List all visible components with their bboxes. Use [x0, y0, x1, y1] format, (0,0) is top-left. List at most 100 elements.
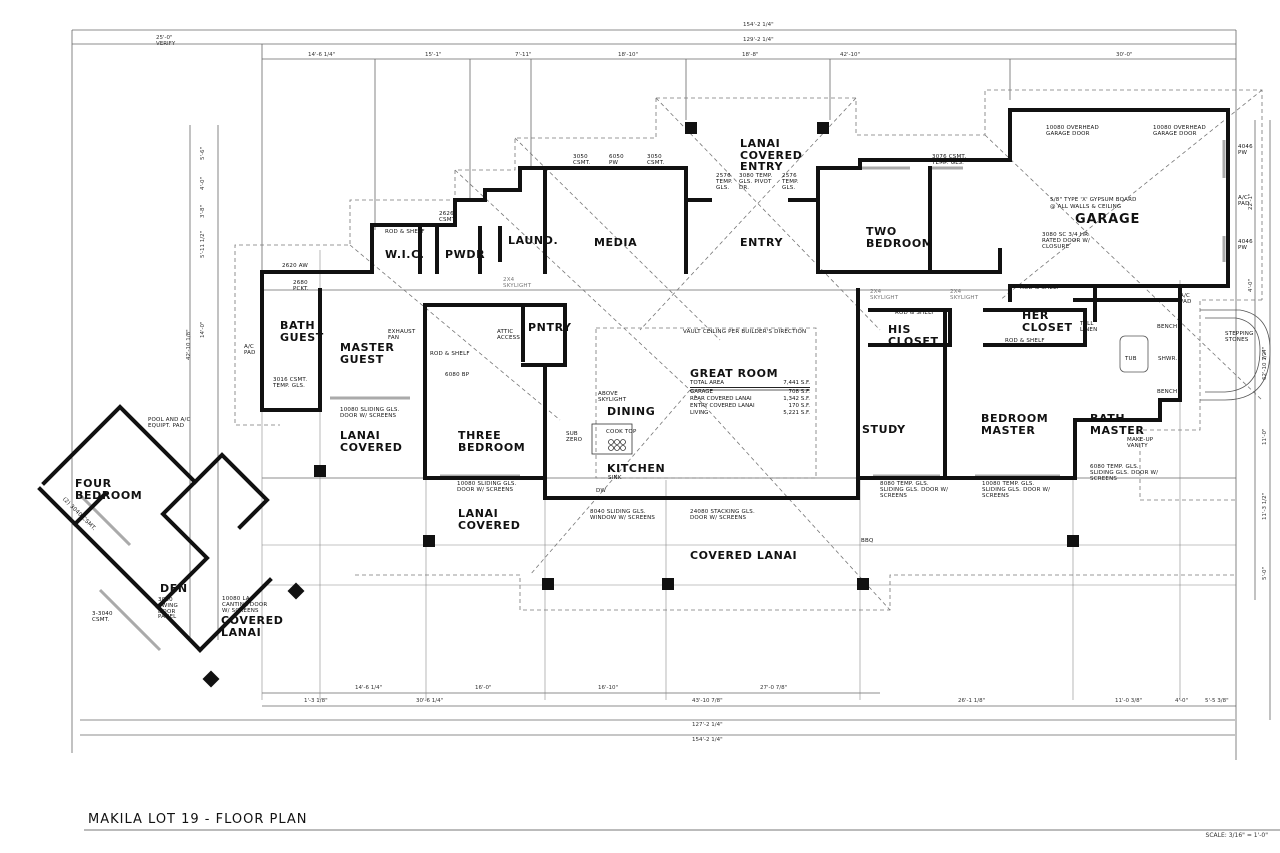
area-row-label: GARAGE	[690, 389, 714, 395]
room-lanai-covered-left: LANAI COVERED	[340, 429, 403, 454]
dim-right-seg-5: 5'-0"	[1262, 566, 1268, 580]
dim-top-seg-2: 7'-11"	[515, 52, 532, 58]
windows	[78, 140, 1226, 652]
dim-bot-second: 127'-2 1/4"	[692, 722, 723, 728]
note-bath-guest-window-top: 2620 AW	[282, 263, 309, 269]
cook-top	[591, 423, 633, 455]
note-skylight-2: 2x4 SKYLIGHT	[870, 289, 899, 301]
note-sink: SINK	[608, 475, 622, 481]
note-den-swing: 3080 SWING DOOR PANEL	[158, 597, 178, 621]
dim-bot-overall: 154'-2 1/4"	[692, 737, 723, 743]
area-total-label: TOTAL AREA	[690, 380, 725, 386]
drawing-scale: SCALE: 3/16" = 1'-0"	[1205, 832, 1268, 839]
note-garage-fire-door: 3080 SC 3/4 HR. RATED DOOR w/ CLOSURE	[1042, 232, 1091, 250]
drawing-title: MAKILA LOT 19 - FLOOR PLAN	[88, 812, 308, 827]
note-garage-door-2: 10080 OVERHEAD GARAGE DOOR	[1153, 125, 1206, 137]
note-rod-shelf-her-bot: ROD & SHELF	[1005, 338, 1045, 344]
note-ac-pad-left: A/C PAD	[244, 344, 256, 356]
room-four-bedroom: FOUR BEDROOM	[75, 477, 143, 502]
dim-left-seg-0: 5'-6"	[200, 146, 206, 160]
note-entry-glass: 3080 TEMP. GLS. PIVOT DR.	[739, 173, 773, 191]
room-her-closet: HER CLOSET	[1022, 309, 1073, 334]
note-media-w2: 6050 PW	[609, 154, 624, 166]
room-bath-master: BATH MASTER	[1090, 412, 1145, 437]
note-bath-guest-window-bot: 3016 CSMT. TEMP. GLS.	[273, 377, 308, 389]
note-exhaust-fan: EXHAUST FAN	[388, 329, 416, 341]
area-row-value: 5,221 S.F.	[783, 410, 810, 416]
note-pool-equip: POOL and A/C EQUIPT. PAD	[148, 417, 191, 429]
dim-left-seg-3: 5'-11 1/2"	[200, 230, 206, 258]
note-entry-side-l: 2576 TEMP. GLS.	[716, 173, 733, 191]
note-skylight-3: 2x4 SKYLIGHT	[950, 289, 979, 301]
area-total-value: 7,441 S.F.	[783, 380, 810, 386]
area-row-label: LIVING	[690, 410, 709, 416]
room-den: DEN	[160, 582, 188, 595]
room-entry: ENTRY	[740, 236, 784, 249]
dim-bot-r2-2: 43'-10 7/8"	[692, 698, 723, 704]
room-kitchen: KITCHEN	[607, 462, 666, 475]
note-bp: 6080 BP	[445, 372, 470, 378]
note-two-bed-window: 6050 CSMT.	[865, 158, 900, 164]
room-lanai-covered-entry: LANAI COVERED ENTRY	[740, 137, 803, 174]
note-entry-side-r: 2576 TEMP. GLS.	[782, 173, 799, 191]
garage-note-2: @ ALL WALLS & CEILING	[1050, 204, 1122, 210]
dim-bot-r2-6: 5'-5 3/8"	[1205, 698, 1229, 704]
note-bedroom-master-slider: 10080 TEMP. GLS. SLIDING GLS. DOOR w/ SC…	[982, 481, 1051, 499]
area-row-value: 170 S.F.	[788, 403, 810, 409]
room-study: STUDY	[862, 423, 906, 436]
dim-bot-r1-0: 14'-6 1/4"	[355, 685, 383, 691]
area-total-row: TOTAL AREA 7,441 S.F.	[690, 380, 810, 388]
note-kitchen-window: 8040 SLIDING GLS. WINDOW w/ SCREENS	[590, 509, 656, 521]
note-two-bath-window: 3076 CSMT. TEMP. GLS.	[932, 154, 967, 166]
dim-left-seg-2: 3'-8"	[200, 204, 206, 218]
room-covered-lanai: COVERED LANAI	[690, 549, 798, 562]
dim-bot-r1-2: 16'-10"	[598, 685, 619, 691]
room-covered-lanai-den: COVERED LANAI	[221, 614, 284, 639]
note-tub: TUB	[1125, 356, 1137, 362]
note-master-slider: 6080 TEMP. GLS. SLIDING GLS. DOOR w/ SCR…	[1090, 464, 1159, 482]
dim-right-seg-1: 4'-0"	[1248, 278, 1254, 292]
area-row-label: ENTRY COVERED LANAI	[690, 403, 755, 409]
note-study-slider: 8080 TEMP. GLS. SLIDING GLS. DOOR w/ SCR…	[880, 481, 949, 499]
roof-outline	[234, 89, 1263, 611]
note-bbq: BBQ	[861, 538, 874, 544]
note-stacking-door: 24080 STACKING GLS. DOOR w/ SCREENS	[690, 509, 755, 521]
dim-left-seg-1: 4'-0"	[200, 176, 206, 190]
room-his-closet: HIS CLOSET	[888, 323, 939, 348]
area-row: LIVING 5,221 S.F.	[690, 410, 810, 417]
note-stepping-stones: STEPPING STONES	[1225, 331, 1254, 343]
garage-note-1: 5/8" TYPE 'X' GYPSUM BOARD	[1050, 197, 1137, 203]
dim-top-left-verify: 25'-0"	[156, 35, 173, 41]
dim-top-seg-5: 42'-10"	[840, 52, 861, 58]
room-dining: DINING	[607, 405, 656, 418]
dim-left-overall: 42'-10 1/8"	[186, 329, 192, 360]
note-tall-linen: TALL LINEN	[1080, 321, 1098, 333]
note-rod-shelf-wic: ROD & SHELF	[385, 229, 425, 235]
note-rod-shelf-her-top: ROD & SHELF	[1020, 285, 1060, 291]
note-three-bed-slider: 10080 SLIDING GLS. DOOR w/ SCREENS	[457, 481, 517, 493]
area-row: ENTRY COVERED LANAI 170 S.F.	[690, 403, 810, 410]
note-cook-top: COOK TOP	[606, 429, 637, 435]
dim-top-seg-4: 18'-8"	[742, 52, 759, 58]
stepping-stones	[1200, 309, 1271, 401]
room-media: MEDIA	[594, 236, 638, 249]
posts	[202, 122, 1079, 688]
note-sub-zero: SUB ZERO	[566, 431, 583, 443]
dim-right-seg-2: 7'-4"	[1262, 346, 1268, 360]
room-bedroom-master: BEDROOM MASTER	[981, 412, 1049, 437]
dim-bot-r1-3: 27'-0 7/8"	[760, 685, 788, 691]
angled-wing-walls	[37, 404, 273, 653]
note-make-up-vanity: MAKE-UP VANITY	[1127, 437, 1154, 449]
note-ac-pad-right: A/C PAD	[1238, 195, 1250, 207]
note-guest-slider: 10080 SLIDING GLS. DOOR w/ SCREENS	[340, 407, 400, 419]
dim-top-seg-3: 18'-10"	[618, 52, 639, 58]
dim-bot-r2-4: 11'-0 3/8"	[1115, 698, 1143, 704]
room-great-room: GREAT ROOM	[690, 367, 779, 380]
room-three-bedroom: THREE BEDROOM	[458, 429, 526, 454]
room-two-bedroom: TWO BEDROOM	[866, 225, 934, 250]
note-rod-shelf-3bed: ROD & SHELF	[430, 351, 470, 357]
dim-top-overall: 154'-2 1/4"	[743, 22, 774, 28]
